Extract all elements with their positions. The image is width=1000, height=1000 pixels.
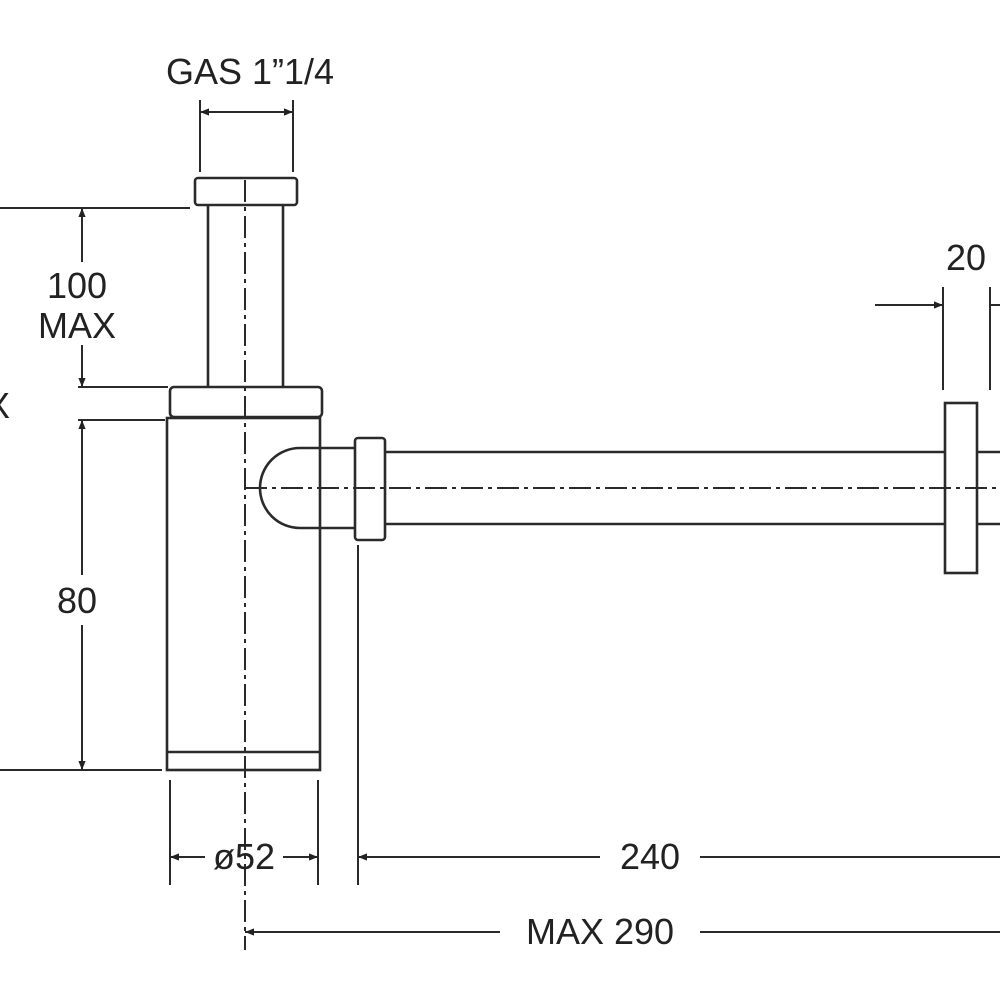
- thread-label: GAS 1”1/4: [166, 51, 334, 92]
- max-length-label: MAX 290: [526, 911, 674, 952]
- height-top-value: 100: [47, 265, 107, 306]
- diameter-label: ø52: [213, 836, 275, 877]
- trap-body: [165, 416, 322, 772]
- height-top-qualifier: MAX: [38, 305, 116, 346]
- left-partial-label: X: [0, 385, 10, 426]
- flange-width-label: 20: [946, 237, 986, 278]
- height-body-label: 80: [57, 580, 97, 621]
- outlet-length-label: 240: [620, 836, 680, 877]
